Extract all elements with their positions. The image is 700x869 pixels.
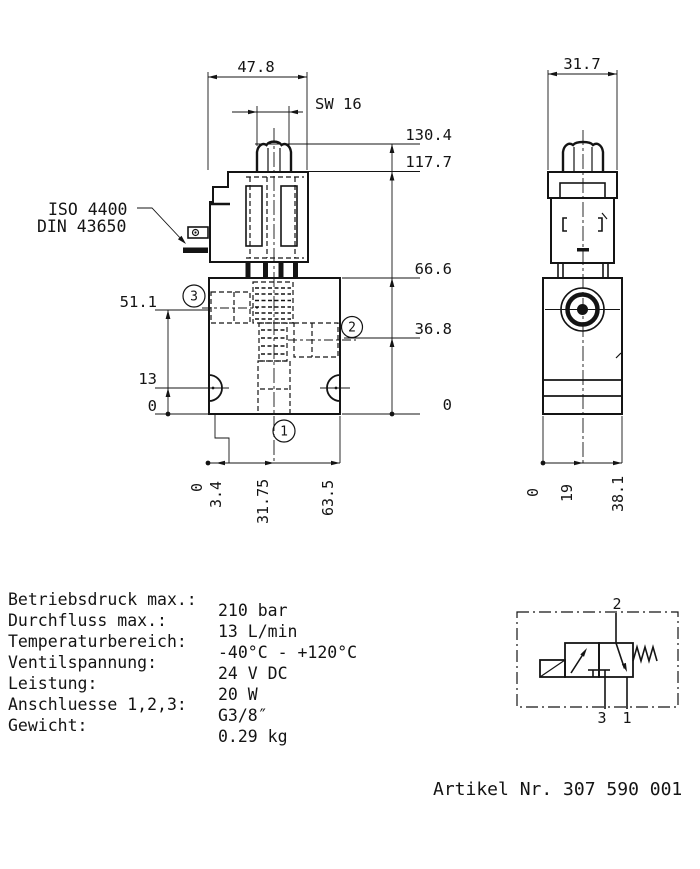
symbol-square-right (598, 642, 634, 678)
dim-side-bottom-width: 38.1 (609, 476, 627, 512)
side-port-bore (545, 287, 620, 332)
spec-label-4: Leistung: (8, 674, 97, 693)
dim-chain-left: 51.1 13 0 (120, 293, 209, 417)
spec-value-5: G3/8″ (218, 706, 268, 725)
dim-chain-right: 130.4 117.7 66.6 36.8 0 (255, 126, 452, 417)
dim-height-nut: 130.4 (405, 126, 452, 144)
front-coil-slot (245, 185, 263, 247)
dim-height-body: 66.6 (415, 260, 452, 278)
spec-label-2: Temperaturbereich: (8, 632, 187, 651)
port-balloon-1: 1 (272, 419, 296, 443)
symbol-spring (632, 644, 658, 664)
balloon-1-label: 1 (280, 425, 288, 440)
dim-left-port3: 51.1 (120, 293, 157, 311)
front-view: 3 2 1 ISO 4400 DIN 43650 47.8 (37, 58, 452, 524)
dim-right-zero: 0 (443, 396, 452, 414)
dim-bottom-zero: 0 (188, 483, 206, 492)
spec-value-3: 24 V DC (218, 664, 288, 683)
spec-label-0: Betriebsdruck max.: (8, 590, 197, 609)
spec-value-6: 0.29 kg (218, 727, 288, 746)
symbol-port2-label: 2 (612, 595, 621, 613)
front-connector-screw-dot (194, 231, 197, 234)
dim-height-coil: 117.7 (405, 153, 452, 171)
side-coil-tab (559, 182, 606, 199)
side-view: 31.7 0 19 38.1 (524, 55, 627, 512)
port-balloon-2: 2 (340, 315, 364, 339)
dim-side-bottom-zero: 0 (524, 488, 542, 497)
front-hex-nut (255, 140, 293, 172)
symbol-blocked-ports (588, 669, 610, 677)
side-body-tick (615, 352, 622, 359)
side-coil-body (550, 197, 615, 264)
hydraulic-symbol: 2 3 1 (516, 595, 679, 727)
spec-value-1: 13 L/min (218, 622, 297, 641)
spec-value-0: 210 bar (218, 601, 288, 620)
symbol-square-left (564, 642, 600, 678)
connector-standard-line1: ISO 4400 (48, 200, 127, 219)
side-tube-stubs (557, 263, 609, 278)
dim-side-bottom-center: 19 (558, 484, 576, 502)
symbol-boundary (516, 611, 679, 708)
spec-value-4: 20 W (218, 685, 258, 704)
dim-left-zero: 0 (148, 397, 157, 415)
dim-width-top-label: 47.8 (237, 58, 274, 76)
front-port3-hidden (202, 291, 258, 324)
balloon-3-label: 3 (190, 290, 198, 305)
dim-height-port2: 36.8 (415, 320, 452, 338)
spec-label-3: Ventilspannung: (8, 653, 157, 672)
side-hex-nut (561, 140, 605, 172)
symbol-port3-label: 3 (597, 709, 606, 727)
front-connector (187, 226, 209, 239)
dim-left-mount: 13 (138, 370, 157, 388)
dim-side-width-label: 31.7 (563, 55, 600, 73)
dim-bottom-width: 63.5 (319, 480, 337, 516)
dim-width-side: 31.7 (547, 55, 618, 170)
dim-chain-bottom-side: 0 19 38.1 (524, 416, 627, 512)
spec-table: Betriebsdruck max.: Durchfluss max.: Tem… (8, 590, 357, 746)
front-coil-hidden-lines (246, 176, 304, 259)
spec-value-2: -40°C - +120°C (218, 643, 357, 662)
symbol-port1-label: 1 (622, 709, 631, 727)
front-connector-screw (191, 228, 200, 237)
symbol-solenoid-box (539, 659, 566, 678)
dim-bottom-step: 3.4 (207, 481, 225, 508)
connector-standard-line2: DIN 43650 (37, 217, 126, 236)
port-balloon-3: 3 (182, 284, 206, 308)
symbol-flowpath-right-arrow (621, 662, 627, 672)
spec-label-5: Anschluesse 1,2,3: (8, 695, 187, 714)
side-coil-marks (562, 212, 608, 252)
side-coil-top (547, 171, 618, 199)
artikel-number-label: Artikel Nr. 307 590 001 (433, 779, 682, 800)
dim-chain-bottom-front: 0 3.4 31.75 63.5 (188, 414, 341, 524)
connector-leader-arrow (177, 235, 186, 244)
dim-bottom-center: 31.75 (254, 479, 272, 524)
front-coil-body (209, 171, 309, 263)
dim-wrench-size: SW 16 (232, 95, 362, 146)
balloon-2-label: 2 (348, 321, 356, 336)
front-port2-hidden (288, 322, 356, 358)
spec-label-6: Gewicht: (8, 716, 87, 735)
dim-wrench-label: SW 16 (315, 95, 362, 113)
front-cartridge-hidden (252, 281, 294, 415)
side-valve-body (542, 277, 623, 415)
symbol-solenoid-slash (539, 659, 566, 678)
front-tube-stubs (245, 262, 298, 278)
front-mounting-holes (199, 374, 350, 402)
spec-label-1: Durchfluss max.: (8, 611, 167, 630)
symbol-flowpath-left-arrow (580, 648, 587, 657)
front-coil-slot (280, 185, 298, 247)
dim-width-top: 47.8 (207, 58, 308, 170)
connector-leader-line (137, 207, 184, 242)
front-connector-gasket (183, 247, 208, 253)
